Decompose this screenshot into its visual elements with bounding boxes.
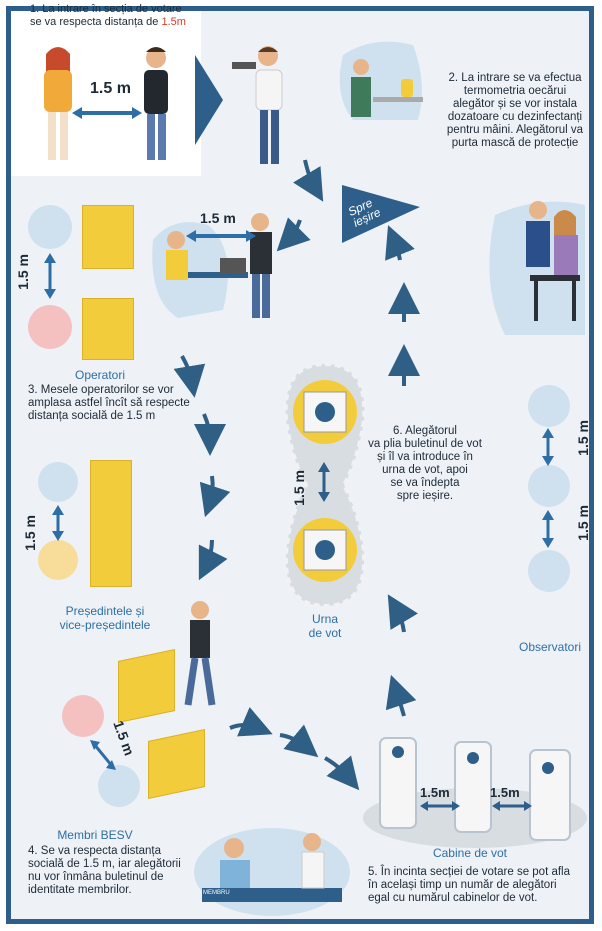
members-label: Membri BESV [57, 828, 133, 842]
observers-bottom-arrow-icon [542, 510, 554, 548]
flow-arrow-10 [385, 674, 417, 717]
member-desk-illustration [194, 828, 350, 916]
member-sign: MEMBRU [203, 890, 230, 896]
observers-label: Observatori [518, 640, 582, 654]
observer-2-avatar [528, 465, 570, 507]
booths-label: Cabine de vot [432, 846, 508, 860]
president-distance-arrow-icon [52, 505, 64, 541]
operators-distance-arrow-icon [44, 253, 56, 299]
entry-distance-arrow-icon [72, 107, 142, 119]
observer-1-avatar [528, 385, 570, 427]
flow-arrow-9 [323, 755, 360, 791]
observer-3-avatar [528, 550, 570, 592]
urn-distance-arrow-icon [318, 462, 330, 502]
flow-arrow-6 [198, 539, 228, 581]
operator-table-distance-label: 1.5 m [200, 210, 236, 226]
flow-arrow-8 [279, 724, 319, 758]
operator-1-desk [82, 205, 134, 269]
operator-table-illustration [152, 213, 272, 318]
flow-arrow-14 [385, 225, 415, 261]
entry-distance-label: 1.5 m [90, 80, 131, 97]
flow-arrow-7 [229, 706, 273, 737]
walking-voter-illustration [184, 601, 216, 706]
temperature-check-illustration [232, 46, 283, 164]
flow-arrow-5 [199, 475, 231, 518]
operator-1-avatar [28, 205, 72, 249]
step-1-line-1: 1. La intrare în secția de votare [30, 3, 182, 15]
operator-table-arrow-icon [186, 230, 256, 242]
members-distance-arrow-icon [90, 740, 116, 770]
flow-arrow-3 [173, 355, 206, 398]
operators-label: Operatori [74, 368, 126, 382]
polling-room-wall [6, 6, 594, 924]
booth-1-arrow-icon [420, 801, 460, 811]
booth-2-arrow-icon [492, 801, 532, 811]
president-avatar [38, 462, 78, 502]
operator-2-desk [82, 298, 134, 360]
flow-arrow-11 [387, 594, 418, 633]
member-2-avatar [98, 765, 140, 807]
exit-sign-icon [342, 185, 420, 243]
flow-arrow-2 [276, 217, 311, 252]
step-1-line-2: se va respecta distanța de 1.5m [30, 16, 186, 28]
flow-arrow-1 [293, 159, 324, 202]
hand-sanitizer-illustration [339, 41, 423, 120]
seated-observers-illustration [489, 201, 585, 335]
observers-top-arrow-icon [542, 428, 554, 466]
step-1-highlight: 1.5m [161, 16, 186, 28]
step-1-caption: 1. La intrare în secția de votare se va … [30, 3, 205, 29]
booth-1-distance-label: 1.5m [420, 785, 450, 800]
member-1-avatar [62, 695, 104, 737]
operator-2-avatar [28, 305, 72, 349]
booth-2-distance-label: 1.5m [490, 785, 520, 800]
vice-president-avatar [38, 540, 78, 580]
entry-voters-illustration [44, 47, 168, 160]
flow-arrow-4 [193, 413, 226, 456]
entrance-area [11, 11, 201, 176]
step-5-caption: 5. În incinta secției de votare se pot a… [368, 866, 571, 904]
entrance-chevron-icon [195, 55, 223, 145]
president-desk [90, 460, 132, 587]
voting-booths-illustration [363, 737, 587, 848]
